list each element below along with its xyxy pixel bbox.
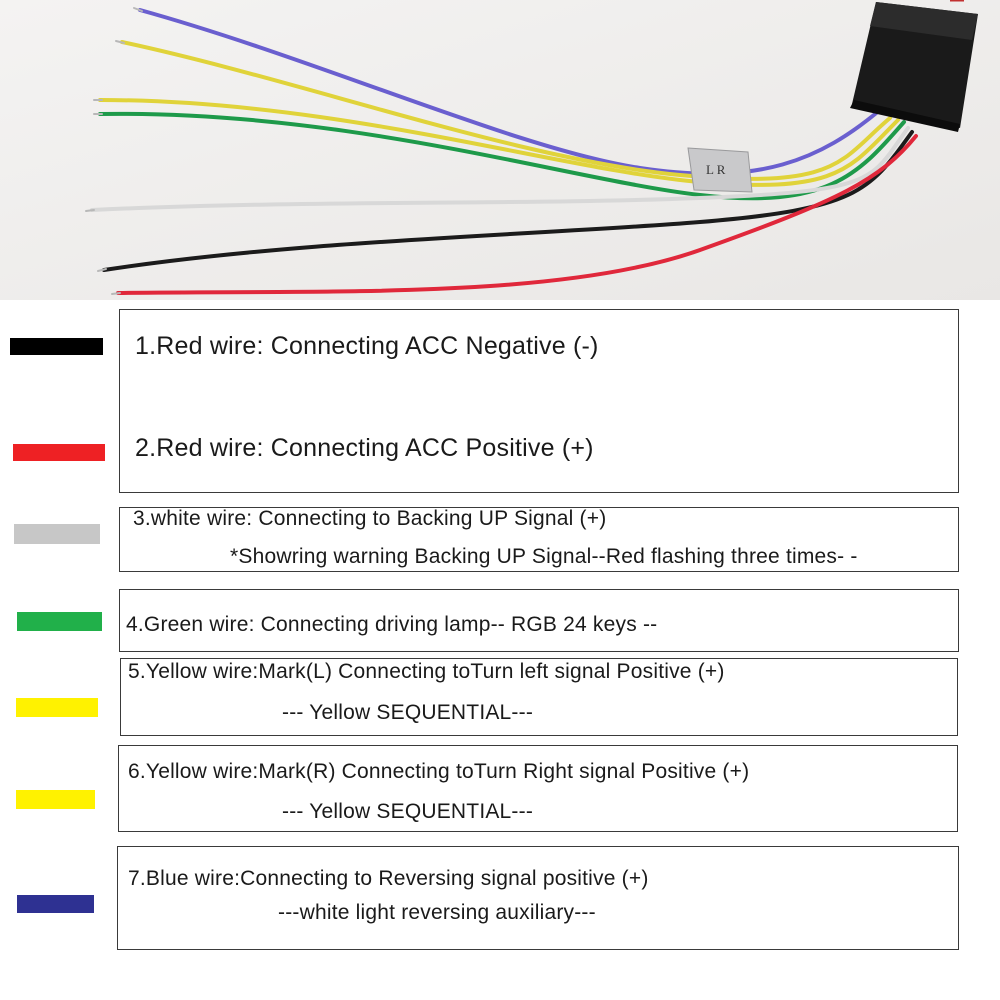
yellow-swatch-1 xyxy=(16,698,98,717)
box-acc-wires xyxy=(119,309,959,493)
red-wire xyxy=(116,134,918,295)
wire5-text: 5.Yellow wire:Mark(L) Connecting toTurn … xyxy=(128,660,725,683)
blue-swatch xyxy=(17,895,94,913)
wire3-note: *Showring warning Backing UP Signal--Red… xyxy=(230,545,858,568)
wire6-text: 6.Yellow wire:Mark(R) Connecting toTurn … xyxy=(128,760,750,783)
wire3-text: 3.white wire: Connecting to Backing UP S… xyxy=(133,507,607,530)
wire6-note: --- Yellow SEQUENTIAL--- xyxy=(282,800,534,823)
wire2-text: 2.Red wire: Connecting ACC Positive (+) xyxy=(135,434,594,462)
yellow-wire-2 xyxy=(98,98,900,187)
box-yellow-wire-right xyxy=(118,745,958,832)
control-module xyxy=(850,0,978,132)
wire7-text: 7.Blue wire:Connecting to Reversing sign… xyxy=(128,867,649,890)
green-swatch xyxy=(17,612,102,631)
red-swatch xyxy=(13,444,105,461)
black-swatch xyxy=(10,338,103,355)
box-yellow-wire-left xyxy=(120,658,958,736)
box-blue-wire xyxy=(117,846,959,950)
wire7-note: ---white light reversing auxiliary--- xyxy=(278,901,596,924)
black-wire xyxy=(102,130,914,272)
yellow-wire-1 xyxy=(120,40,892,181)
wire5-note: --- Yellow SEQUENTIAL--- xyxy=(282,701,534,724)
box-green-wire xyxy=(119,589,959,652)
white-swatch xyxy=(14,524,100,544)
blue-wire xyxy=(138,8,882,176)
white-wire xyxy=(90,126,910,212)
green-wire xyxy=(98,111,906,201)
wiring-harness-photo: L R xyxy=(0,0,1000,300)
wire1-text: 1.Red wire: Connecting ACC Negative (-) xyxy=(135,332,599,360)
yellow-swatch-2 xyxy=(16,790,95,809)
box-white-wire xyxy=(119,507,959,572)
mark-tag: L R xyxy=(687,147,753,193)
tag-label: L R xyxy=(706,162,726,177)
wire4-text: 4.Green wire: Connecting driving lamp-- … xyxy=(126,613,658,636)
